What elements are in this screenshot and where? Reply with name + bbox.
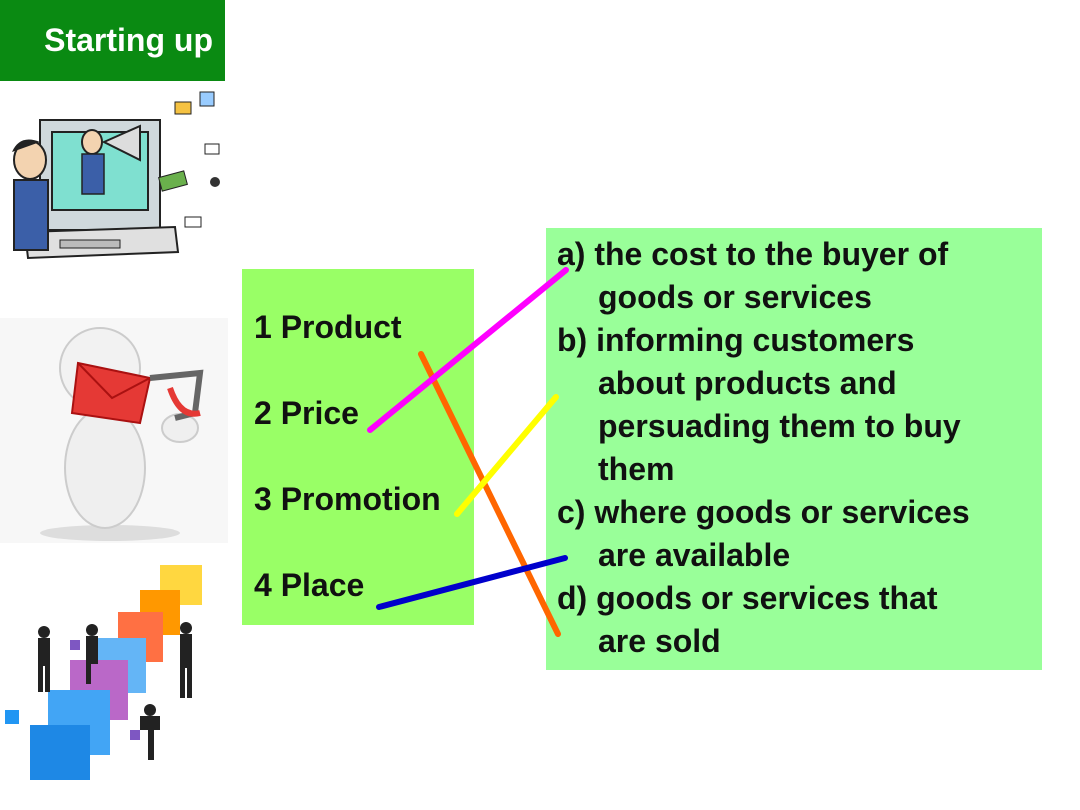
list-item-promotion: 3 Promotion (254, 481, 441, 517)
definition-b-line-4: them (598, 451, 675, 487)
definition-d-line-2: are sold (598, 623, 721, 659)
list-item-product: 1 Product (254, 309, 402, 345)
slingshot-figure-illustration (0, 318, 228, 543)
definition-a-line-2: goods or services (598, 279, 872, 315)
definitions-list: a) the cost to the buyer of goods or ser… (546, 228, 1042, 670)
list-item-place: 4 Place (254, 567, 365, 603)
match-line-place (376, 555, 568, 610)
match-line-promotion (454, 394, 559, 517)
definition-c-line-1: c) where goods or services (557, 494, 970, 530)
marketing-mix-list: 1 Product 2 Price 3 Promotion 4 Place (242, 269, 474, 625)
computer-megaphone-illustration (12, 91, 220, 260)
match-line-price (367, 267, 569, 433)
definition-a-line-1: a) the cost to the buyer of (557, 236, 949, 272)
definition-b-line-2: about products and (598, 365, 897, 401)
staircase-business-illustration (5, 565, 202, 780)
slide-title-text: Starting up (44, 22, 213, 58)
list-item-price: 2 Price (254, 395, 359, 431)
definition-c-line-2: are available (598, 537, 791, 573)
match-line-product (418, 351, 561, 637)
definition-b-line-1: b) informing customers (557, 322, 915, 358)
definition-b-line-3: persuading them to buy (598, 408, 961, 444)
definition-d-line-1: d) goods or services that (557, 580, 938, 616)
slide-title: Starting up (0, 0, 225, 81)
